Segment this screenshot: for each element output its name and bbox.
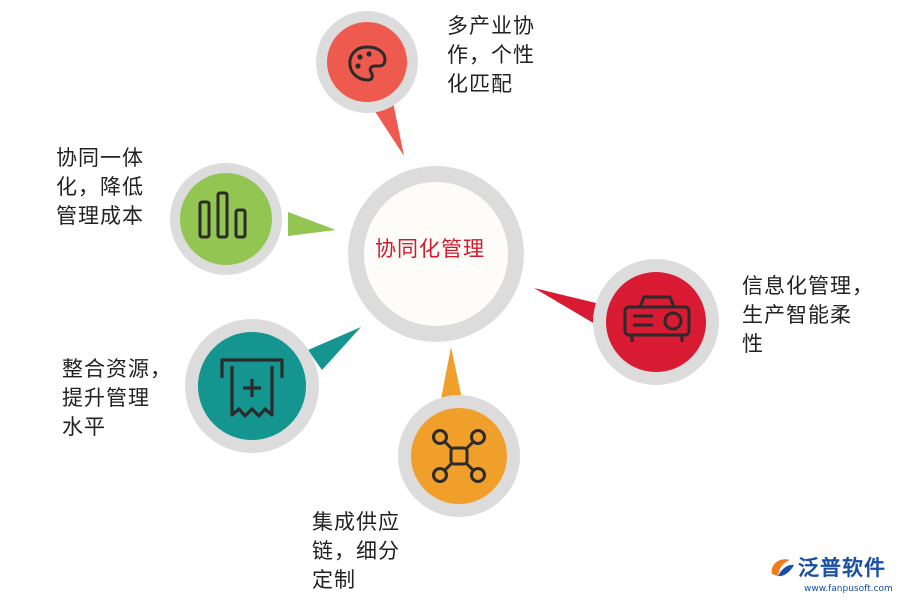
pointer-drone bbox=[441, 347, 462, 399]
center-hub bbox=[348, 166, 524, 342]
node-palette bbox=[316, 11, 418, 113]
drone-icon bbox=[432, 429, 486, 483]
pointer-bars bbox=[288, 212, 336, 236]
palette-icon bbox=[348, 45, 387, 82]
label-line: 链，细分 bbox=[312, 539, 400, 563]
center-title: 协同化管理 bbox=[375, 237, 485, 261]
label-receipt: 整合资源， 提升管理 水平 bbox=[62, 355, 172, 442]
label-line: 管理成本 bbox=[56, 204, 144, 228]
label-drone: 集成供应 链，细分 定制 bbox=[312, 508, 400, 595]
label-line: 集成供应 bbox=[312, 510, 400, 534]
label-line: 化，降低 bbox=[56, 175, 144, 199]
label-line: 整合资源， bbox=[62, 357, 172, 381]
label-line: 性 bbox=[742, 332, 764, 356]
brand-logo: 泛普软件 www.fanpusoft.com bbox=[768, 552, 900, 600]
label-palette: 多产业协 作，个性 化匹配 bbox=[447, 12, 535, 99]
label-line: 协同一体 bbox=[56, 146, 144, 170]
label-line: 生产智能柔 bbox=[742, 303, 852, 327]
node-receipt bbox=[185, 319, 319, 453]
projector-icon bbox=[623, 295, 691, 342]
pointer-projector bbox=[534, 288, 600, 327]
label-projector: 信息化管理， 生产智能柔 性 bbox=[742, 272, 874, 359]
node-bars bbox=[170, 163, 282, 275]
label-line: 水平 bbox=[62, 415, 106, 439]
label-line: 作，个性 bbox=[447, 43, 535, 67]
label-line: 提升管理 bbox=[62, 386, 150, 410]
bar-chart-icon bbox=[198, 191, 247, 239]
node-projector bbox=[593, 259, 719, 385]
brand-mark-icon bbox=[771, 559, 794, 577]
brand-url: www.fanpusoft.com bbox=[804, 584, 893, 594]
label-line: 定制 bbox=[312, 568, 356, 592]
receipt-icon bbox=[220, 358, 284, 418]
label-bars: 协同一体 化，降低 管理成本 bbox=[56, 144, 144, 231]
label-line: 信息化管理， bbox=[742, 274, 874, 298]
pointer-palette bbox=[374, 102, 404, 156]
brand-name: 泛普软件 bbox=[798, 556, 886, 580]
pointer-receipt bbox=[308, 327, 361, 370]
label-line: 多产业协 bbox=[447, 14, 535, 38]
node-drone bbox=[398, 395, 520, 517]
label-line: 化匹配 bbox=[447, 72, 513, 96]
